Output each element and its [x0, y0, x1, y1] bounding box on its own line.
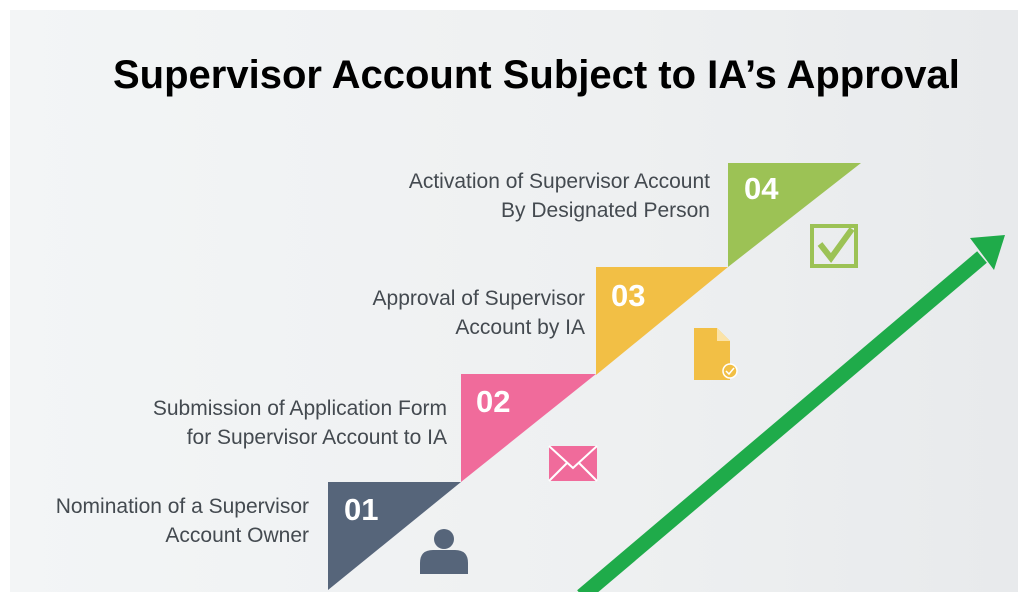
- step-02-line1: Submission of Application Form: [152, 397, 447, 420]
- step-03-number: 03: [611, 278, 645, 313]
- step-01-shape: 01: [328, 482, 461, 590]
- growth-arrow: [577, 235, 1005, 592]
- step-04-number: 04: [744, 171, 779, 206]
- person-icon: [420, 529, 468, 574]
- checkbox-icon: [810, 224, 858, 268]
- staircase-diagram: 01 02 03 04: [328, 163, 1005, 592]
- step-03-line1: Approval of Supervisor: [372, 287, 585, 310]
- step-04-line2: By Designated Person: [501, 199, 710, 222]
- slide: Supervisor Account Subject to IA’s Appro…: [10, 10, 1018, 592]
- step-01-line2: Account Owner: [165, 524, 309, 547]
- step-01-label: Nomination of a Supervisor Account Owner: [56, 492, 309, 550]
- step-04-label: Activation of Supervisor Account By Desi…: [409, 167, 710, 225]
- step-01-number: 01: [344, 492, 378, 527]
- step-04-shape: 04: [728, 163, 861, 267]
- step-02-label: Submission of Application Form for Super…: [153, 394, 447, 452]
- page-title: Supervisor Account Subject to IA’s Appro…: [113, 53, 960, 97]
- step-03-label: Approval of Supervisor Account by IA: [373, 284, 585, 342]
- step-04-line1: Activation of Supervisor Account: [408, 170, 710, 193]
- step-02-number: 02: [476, 384, 510, 419]
- step-03-shape: 03: [596, 267, 728, 375]
- step-03-line2: Account by IA: [455, 316, 585, 339]
- envelope-icon: [548, 445, 598, 482]
- step-01-line1: Nomination of a Supervisor: [55, 495, 309, 518]
- step-02-shape: 02: [461, 374, 596, 482]
- step-02-line2: for Supervisor Account to IA: [186, 426, 447, 449]
- document-check-icon: [694, 328, 738, 380]
